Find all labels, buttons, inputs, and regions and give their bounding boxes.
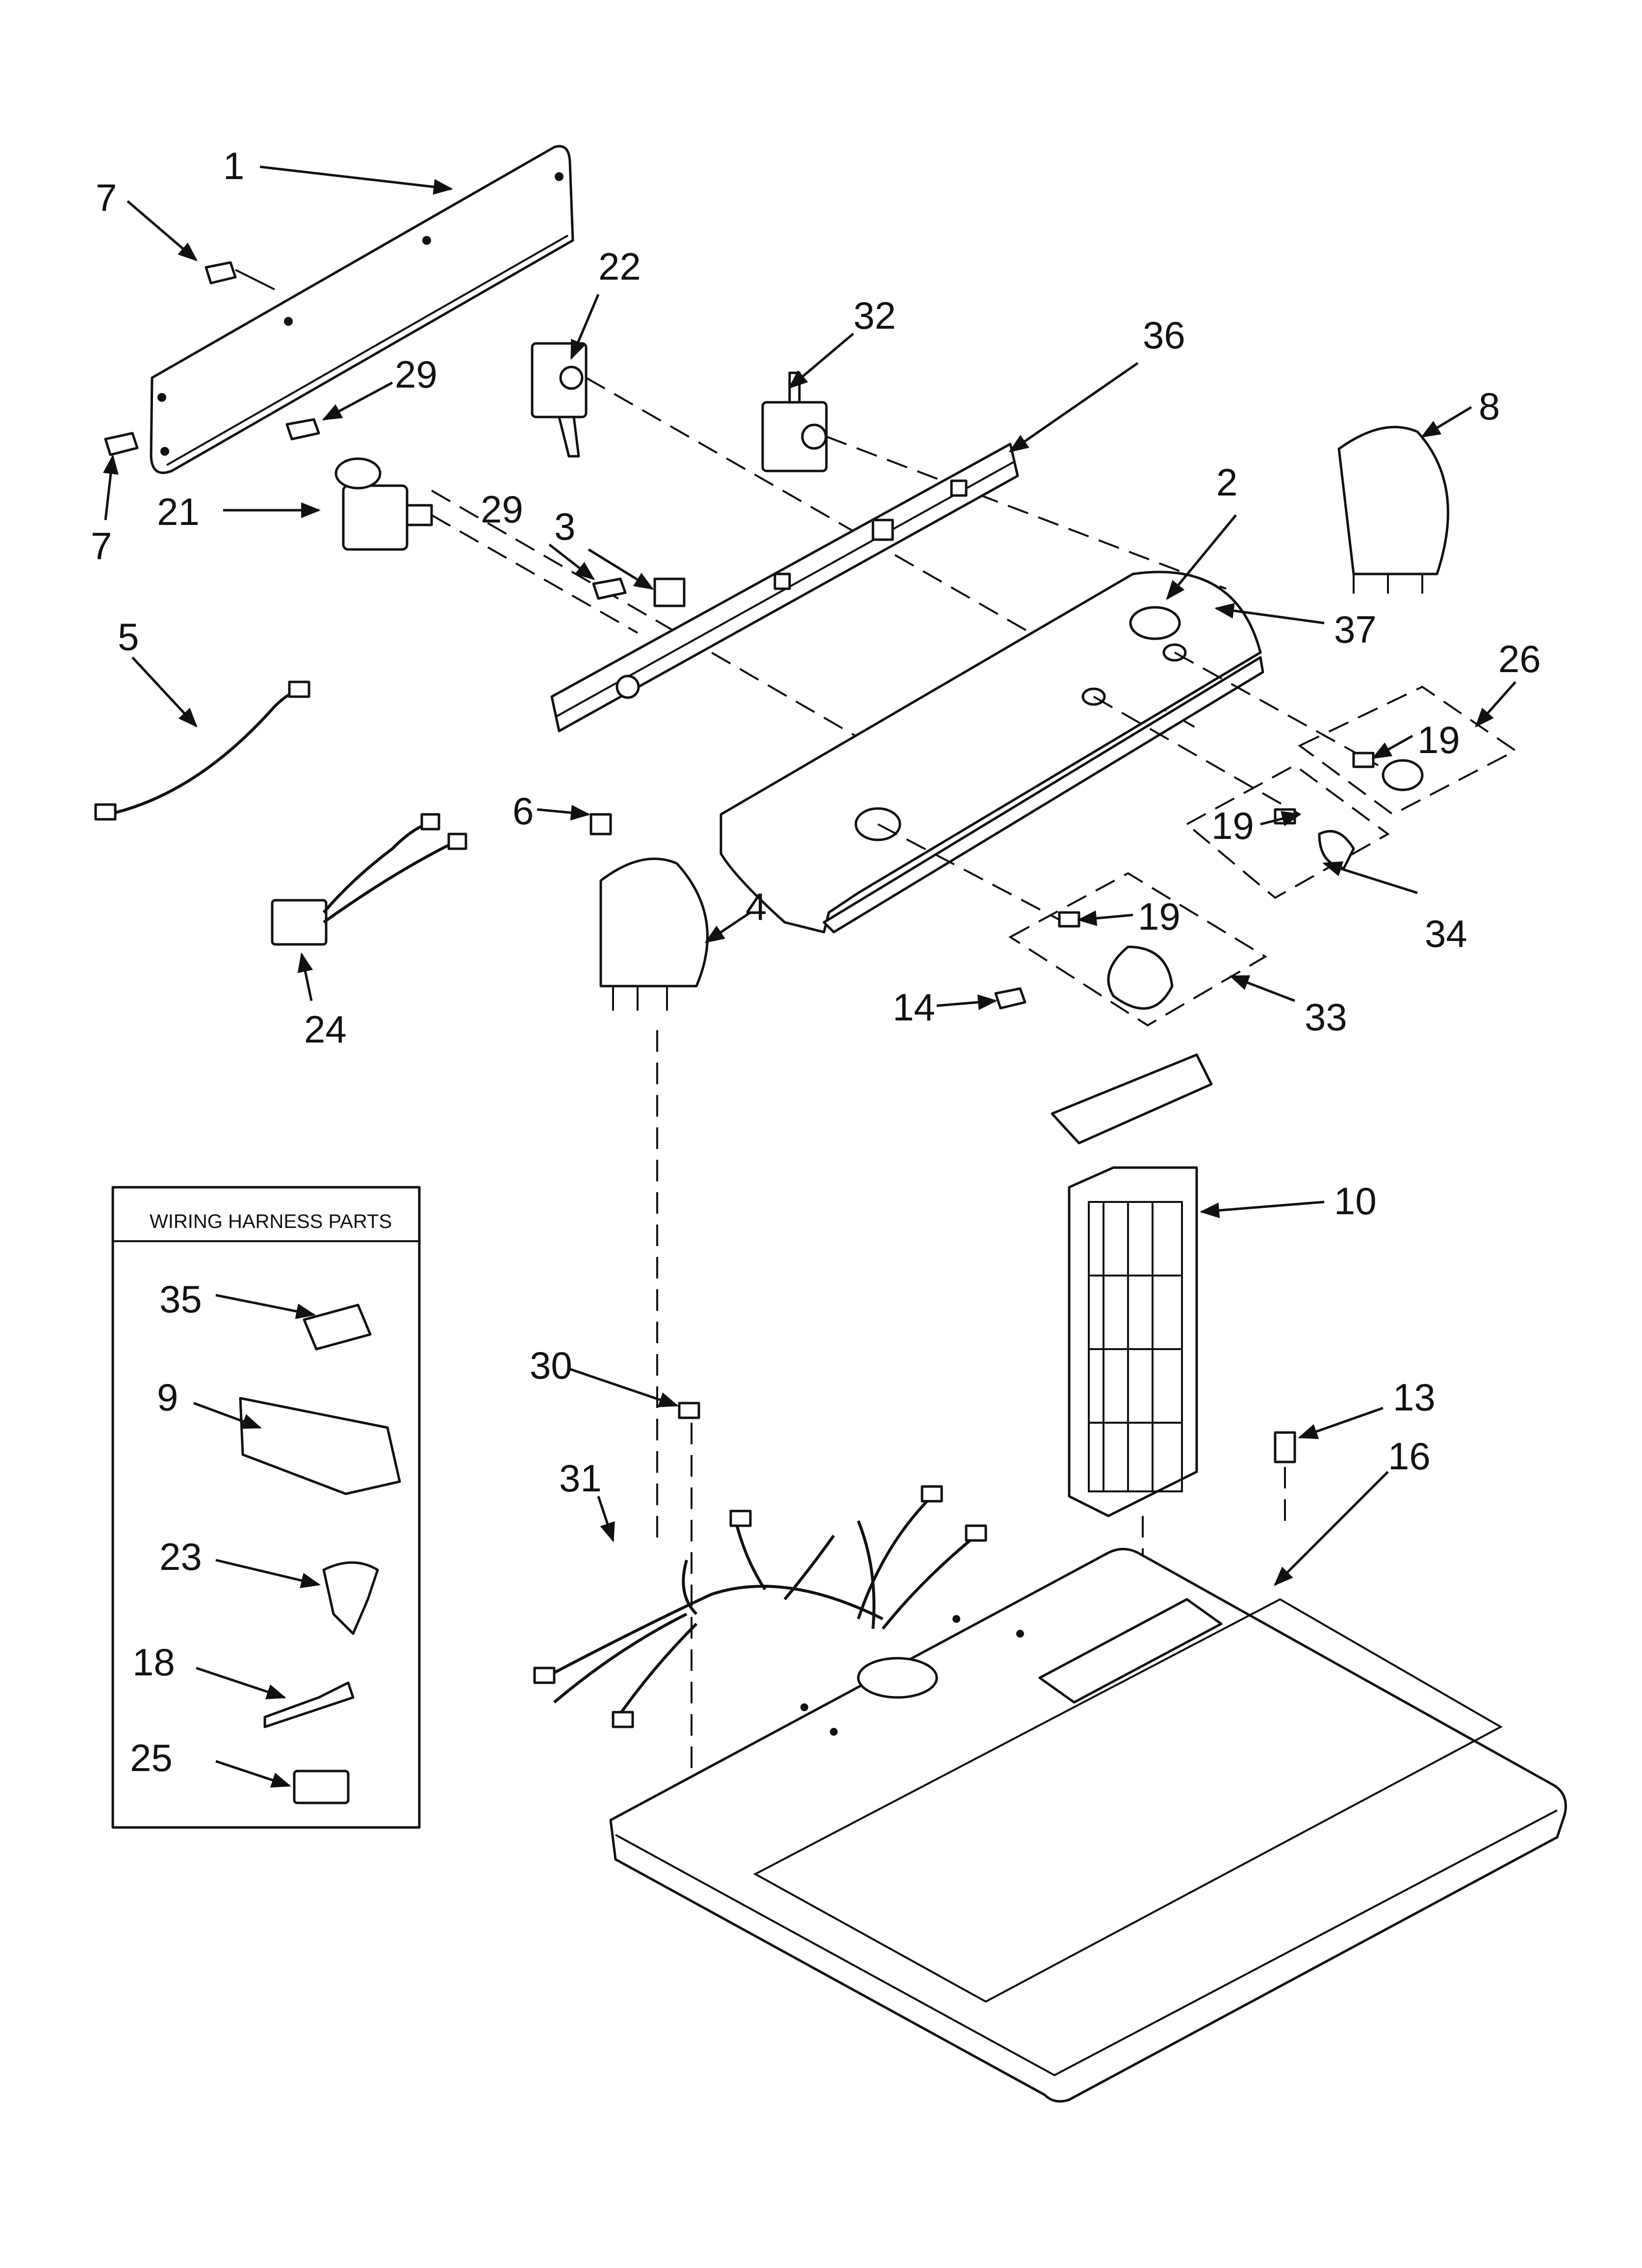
clip-part bbox=[592, 577, 686, 607]
wiring-harness-part bbox=[533, 1485, 987, 1728]
callout-8: 8 bbox=[1479, 385, 1500, 428]
harness-box-title: WIRING HARNESS PARTS bbox=[150, 1211, 392, 1232]
harness-plug-part bbox=[271, 813, 467, 946]
callout-labels: 1 2 3 4 5 6 7 7 8 9 10 13 14 16 18 19 19… bbox=[91, 144, 1541, 1779]
callout-26: 26 bbox=[1498, 637, 1541, 680]
lint-filter-part bbox=[1051, 1053, 1213, 1629]
timer-part bbox=[334, 457, 933, 781]
panel-bracket-part bbox=[550, 443, 1019, 732]
callout-7: 7 bbox=[91, 524, 112, 568]
callout-19: 19 bbox=[1138, 895, 1180, 938]
screw-part bbox=[285, 418, 320, 441]
switch-part bbox=[761, 371, 1227, 590]
knob-assembly-part bbox=[1185, 764, 1390, 899]
callout-16: 16 bbox=[1388, 1434, 1431, 1478]
callout-10: 10 bbox=[1334, 1179, 1377, 1223]
callout-7: 7 bbox=[96, 176, 117, 219]
callout-34: 34 bbox=[1425, 912, 1467, 955]
knob-assembly-part bbox=[1008, 872, 1267, 1027]
end-cap-part bbox=[590, 813, 709, 1545]
top-panel-part bbox=[609, 1548, 1567, 2103]
knob-assembly-part bbox=[1298, 685, 1517, 816]
callout-19: 19 bbox=[1417, 718, 1460, 761]
screw-part bbox=[104, 432, 139, 456]
callout-32: 32 bbox=[853, 294, 896, 337]
callout-23: 23 bbox=[159, 1535, 202, 1578]
callout-5: 5 bbox=[118, 615, 139, 658]
callout-1: 1 bbox=[223, 144, 244, 187]
end-cap-part bbox=[1337, 426, 1449, 594]
callout-2: 2 bbox=[1216, 461, 1237, 504]
wire-part bbox=[94, 680, 310, 821]
callout-9: 9 bbox=[157, 1376, 178, 1419]
screw-part bbox=[1274, 1431, 1296, 1531]
rear-panel-part bbox=[150, 145, 574, 474]
callout-13: 13 bbox=[1393, 1376, 1436, 1419]
callout-24: 24 bbox=[304, 1008, 347, 1051]
callout-3: 3 bbox=[554, 505, 575, 548]
callout-18: 18 bbox=[132, 1641, 175, 1684]
callout-31: 31 bbox=[559, 1457, 602, 1500]
callout-4: 4 bbox=[745, 885, 767, 928]
callout-29: 29 bbox=[481, 488, 523, 531]
callout-37: 37 bbox=[1334, 608, 1377, 651]
callout-35: 35 bbox=[159, 1277, 202, 1321]
callout-22: 22 bbox=[598, 245, 641, 288]
callout-29: 29 bbox=[395, 353, 437, 396]
callout-36: 36 bbox=[1143, 313, 1185, 357]
screw-part bbox=[205, 261, 275, 290]
callout-14: 14 bbox=[893, 986, 935, 1029]
callout-21: 21 bbox=[157, 490, 200, 533]
leader-arrows bbox=[103, 165, 1516, 1788]
callout-33: 33 bbox=[1305, 995, 1347, 1039]
callout-25: 25 bbox=[130, 1736, 173, 1779]
control-console-part bbox=[719, 571, 1379, 934]
callout-6: 6 bbox=[513, 789, 534, 833]
wiring-harness-parts-box: WIRING HARNESS PARTS bbox=[111, 1186, 421, 1829]
callout-19: 19 bbox=[1211, 804, 1254, 847]
callout-30: 30 bbox=[530, 1344, 572, 1387]
screw-part bbox=[994, 987, 1026, 1010]
